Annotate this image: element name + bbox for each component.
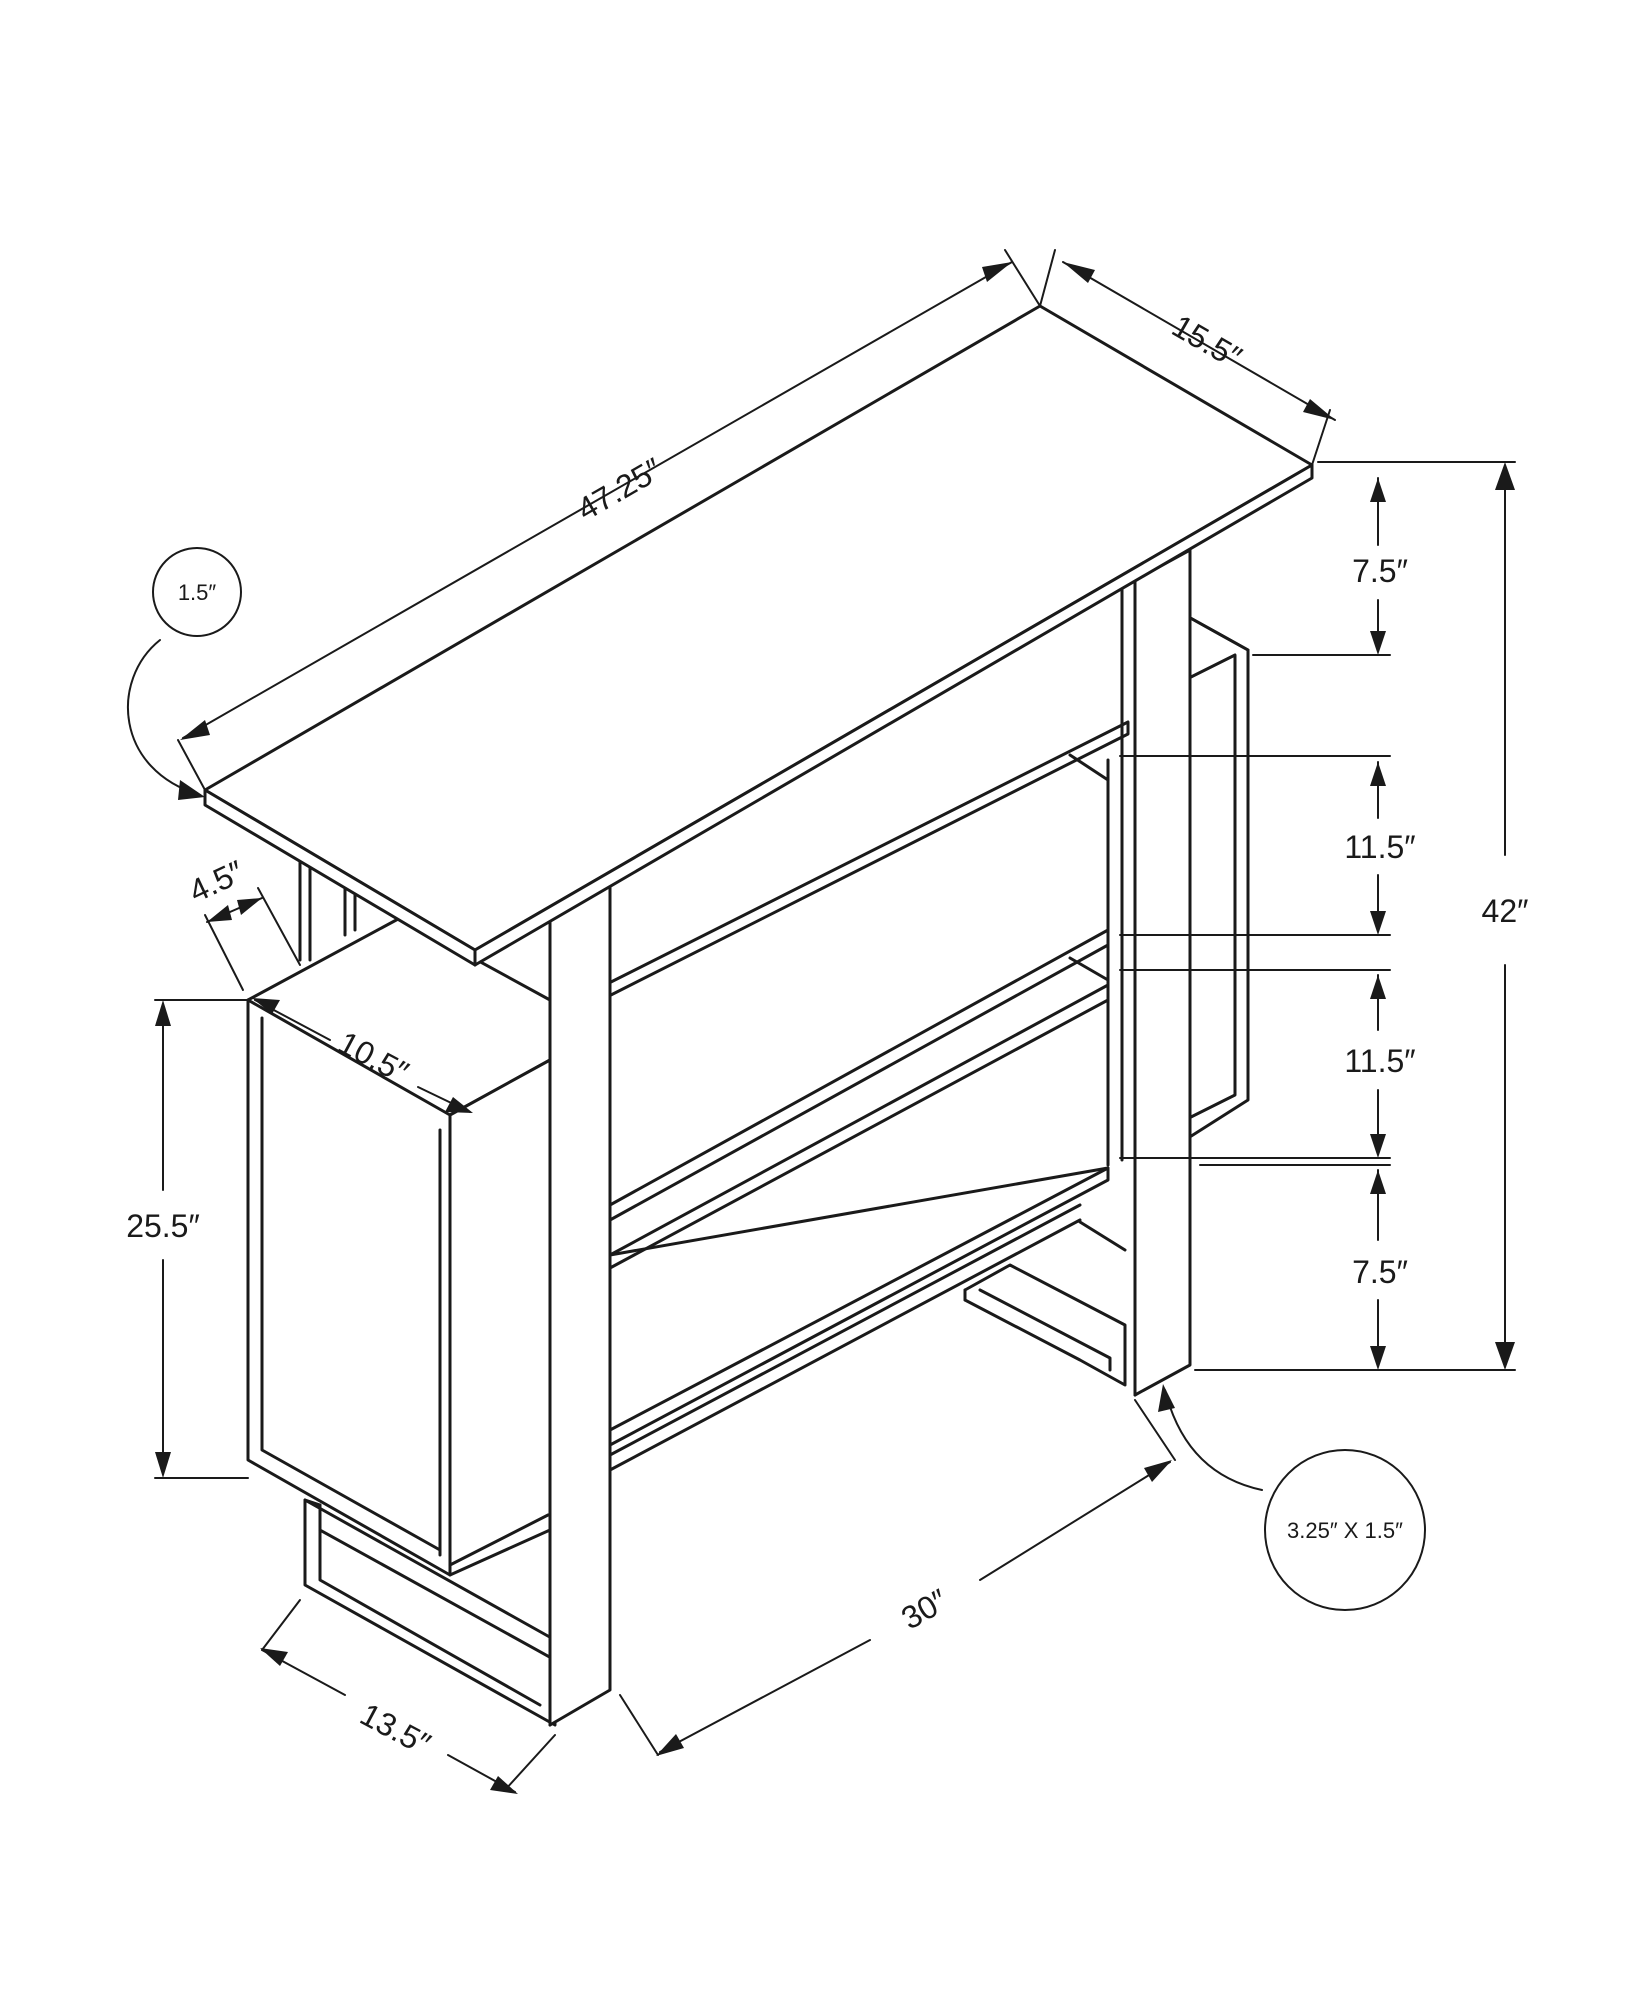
label-top-depth: 15.5″: [1166, 308, 1248, 376]
left-front-leg: [548, 883, 612, 1727]
label-top-length: 47.25″: [571, 451, 668, 528]
back-frame: [1183, 613, 1250, 1142]
dimension-labels: 47.25″ 15.5″ 1.5″ 4.5″ 10.5″ 25.5″ 13.5″…: [126, 308, 1528, 1763]
left-base-frame: [303, 1498, 557, 1727]
label-base-length: 30″: [895, 1582, 954, 1637]
label-shelf-gap-2: 11.5″: [1344, 829, 1415, 865]
label-top-thickness: 1.5″: [178, 580, 217, 605]
label-total-height: 42″: [1482, 893, 1529, 929]
right-base-frame: [963, 1220, 1127, 1387]
right-inner-uprights: [1106, 583, 1124, 1167]
right-front-leg: [1133, 548, 1192, 1397]
shelf-boards: [603, 720, 1130, 1472]
label-shelf-gap-3: 11.5″: [1344, 1043, 1415, 1079]
label-base-depth: 13.5″: [355, 1696, 437, 1762]
table-top: [203, 304, 1314, 967]
label-shelf-gap-bottom: 7.5″: [1352, 1254, 1408, 1290]
left-cabinet: [246, 916, 552, 1577]
label-shelf-gap-top: 7.5″: [1352, 553, 1408, 589]
dimension-lines: [127, 249, 1516, 1794]
table-structure: [203, 304, 1314, 1727]
label-cabinet-height: 25.5″: [126, 1208, 200, 1244]
label-leg-size: 3.25″ X 1.5″: [1287, 1518, 1403, 1543]
